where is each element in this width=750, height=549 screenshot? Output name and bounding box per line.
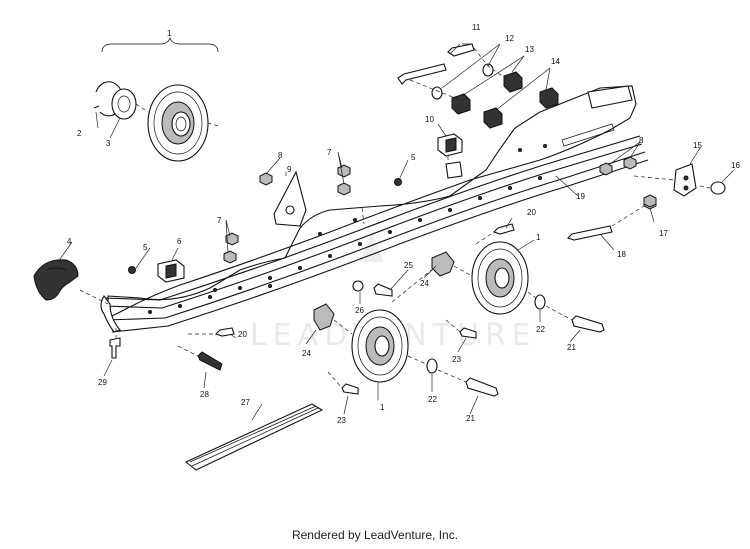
assembly-axes xyxy=(79,47,711,389)
callout-11: 11 xyxy=(472,23,481,32)
small-nuts xyxy=(128,178,402,274)
rail-holes xyxy=(148,144,547,314)
callout-23-lower: 23 xyxy=(337,416,346,425)
end-cap xyxy=(710,181,726,195)
callout-24-upper: 24 xyxy=(420,279,429,288)
callout-17: 17 xyxy=(659,229,668,238)
short-bolts xyxy=(341,327,477,395)
callout-20-upper: 20 xyxy=(527,208,536,217)
bolt-20-upper xyxy=(492,223,515,235)
callout-19: 19 xyxy=(576,192,585,201)
wear-strip xyxy=(184,403,324,471)
upper-bolts-spacers xyxy=(397,43,559,129)
callout-8-left: 8 xyxy=(278,151,283,160)
callout-22-right: 22 xyxy=(536,325,545,334)
callout-20-lower: 20 xyxy=(238,330,247,339)
callout-29: 29 xyxy=(98,378,107,387)
callout-7-upper: 7 xyxy=(327,148,332,157)
callout-21-lower: 21 xyxy=(466,414,475,423)
callout-5-lower: 5 xyxy=(143,243,148,252)
front-hardware xyxy=(109,337,223,371)
callout-25: 25 xyxy=(404,261,413,270)
callout-1-lower: 1 xyxy=(380,403,385,412)
callout-18: 18 xyxy=(617,250,626,259)
callout-24-lower: 24 xyxy=(302,349,311,358)
axle-brackets xyxy=(313,251,455,331)
callout-12: 12 xyxy=(505,34,514,43)
idler-wheel-lower xyxy=(351,309,409,383)
gusset-plate xyxy=(273,170,307,227)
footer-credit: Rendered by LeadVenture, Inc. xyxy=(291,528,459,542)
rail-tip-cap xyxy=(33,259,79,301)
callout-2: 2 xyxy=(77,129,82,138)
axle-bolts xyxy=(465,315,605,397)
callout-14: 14 xyxy=(551,57,560,66)
callout-5-upper: 5 xyxy=(411,153,416,162)
callout-6: 6 xyxy=(177,237,182,246)
bearing xyxy=(111,88,137,120)
callout-9: 9 xyxy=(287,165,292,174)
idler-wheel-right xyxy=(471,241,529,315)
callout-13: 13 xyxy=(525,45,534,54)
callout-8-right: 8 xyxy=(639,136,644,145)
callout-10: 10 xyxy=(425,115,434,124)
callout-23-upper: 23 xyxy=(452,355,461,364)
rear-bracket xyxy=(643,163,726,208)
callout-16: 16 xyxy=(731,161,740,170)
callout-7-lower: 7 xyxy=(217,216,222,225)
callout-26: 26 xyxy=(355,306,364,315)
leader-lines xyxy=(57,43,735,421)
callout-labels: 1 2 3 4 5 5 6 7 7 8 8 9 10 11 12 13 14 1… xyxy=(67,23,740,425)
bolt-20-lower xyxy=(214,327,235,337)
callout-1-top: 1 xyxy=(167,29,172,38)
long-shaft xyxy=(566,225,613,241)
callout-28: 28 xyxy=(200,390,209,399)
callout-22-lower: 22 xyxy=(428,395,437,404)
callout-21-right: 21 xyxy=(567,343,576,352)
callout-4: 4 xyxy=(67,237,72,246)
callout-3: 3 xyxy=(106,139,111,148)
callout-1-right: 1 xyxy=(536,233,541,242)
callout-15: 15 xyxy=(693,141,702,150)
stopper-blocks xyxy=(157,133,463,283)
suspension-rail xyxy=(100,85,649,333)
idler-wheel-assembly-group xyxy=(93,36,219,162)
washers xyxy=(426,294,546,374)
callout-27: 27 xyxy=(241,398,250,407)
center-bolt-washer xyxy=(352,280,393,297)
